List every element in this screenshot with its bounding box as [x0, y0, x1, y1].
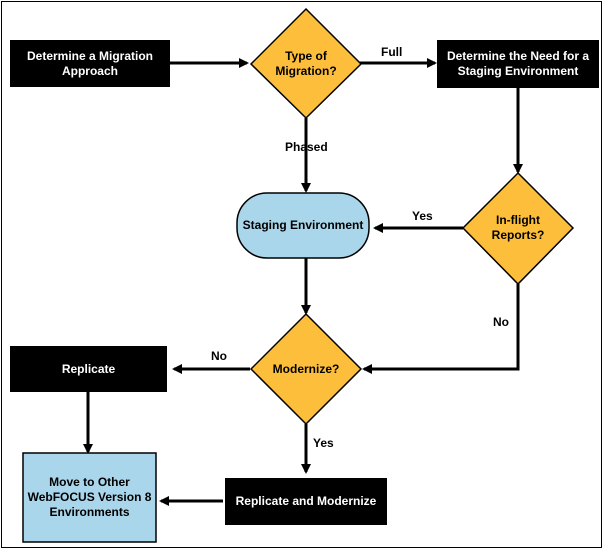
label-replicate: Replicate	[61, 361, 116, 376]
edge-label-no-modernize: No	[211, 349, 227, 363]
node-replicate-modernize	[225, 478, 387, 525]
node-inflight-reports	[461, 171, 575, 286]
node-determine-approach	[10, 40, 170, 87]
edge-label-yes-inflight: Yes	[412, 209, 433, 223]
node-replicate	[10, 346, 167, 392]
label-replicate-modernize: Replicate and Modernize	[235, 494, 377, 508]
edge-inflight-to-modernize	[362, 284, 520, 374]
edge-label-phased: Phased	[285, 140, 328, 154]
label-type-of-migration: Type of Migration?	[275, 49, 337, 78]
node-staging-environment	[236, 192, 370, 259]
label-determine-approach: Determine a Migration Approach	[26, 48, 154, 78]
label-determine-staging: Determine the Need for a Staging Environ…	[446, 49, 590, 78]
label-staging-environment: Staging Environment	[242, 218, 364, 232]
node-move-to-other	[22, 452, 157, 543]
node-determine-staging	[437, 40, 599, 88]
edge-label-no-inflight: No	[493, 315, 509, 329]
label-modernize: Modernize?	[272, 361, 340, 376]
node-modernize	[249, 312, 363, 426]
node-type-of-migration	[249, 7, 363, 120]
edge-label-full: Full	[381, 45, 403, 59]
label-inflight-reports: In-flight Reports?	[491, 213, 545, 242]
label-move-to-other: Move to Other WebFOCUS Version 8 Environ…	[27, 475, 152, 519]
edge-label-yes-modernize: Yes	[313, 436, 334, 450]
